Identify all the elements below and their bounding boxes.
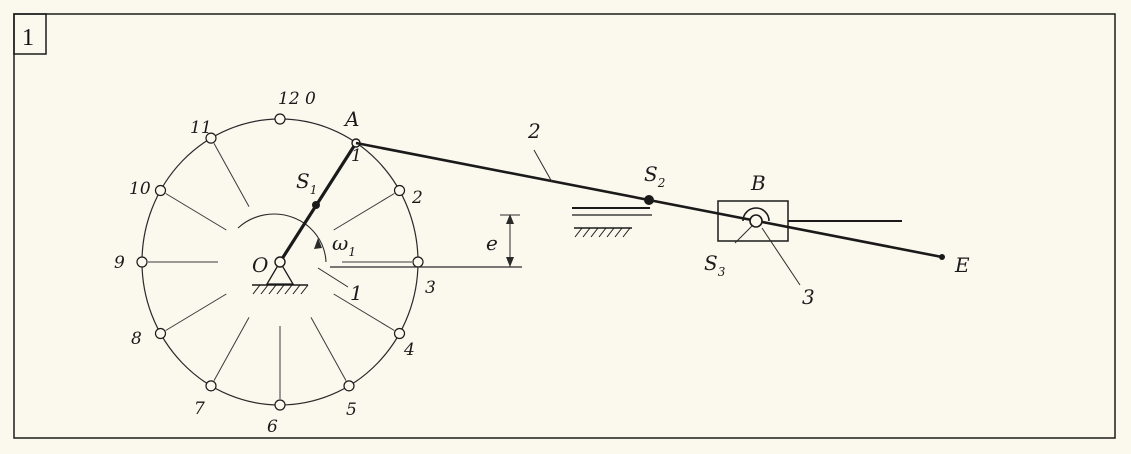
hatch-stroke bbox=[622, 227, 631, 238]
angular-velocity-arc bbox=[237, 213, 327, 263]
label-S3: S3 bbox=[704, 251, 726, 279]
position-marker bbox=[393, 327, 406, 340]
position-label: 5 bbox=[346, 400, 357, 420]
position-ray bbox=[213, 143, 250, 207]
position-marker bbox=[274, 113, 286, 125]
label-A: A bbox=[343, 107, 359, 131]
leader-S3 bbox=[734, 225, 753, 244]
hatch-stroke bbox=[590, 227, 599, 238]
point-S2 bbox=[644, 195, 654, 205]
position-labels: 12 0 1 2 3 4 5 6 7 8 9 10 11 bbox=[114, 89, 436, 437]
position-marker bbox=[154, 184, 167, 197]
position-ray bbox=[165, 293, 227, 331]
position-label: 12 0 bbox=[278, 89, 316, 109]
offset-arrow-bottom bbox=[506, 257, 514, 267]
position-label: 4 bbox=[403, 340, 415, 360]
position-ray bbox=[333, 293, 395, 331]
position-label: 7 bbox=[194, 399, 205, 419]
position-ray bbox=[310, 317, 347, 381]
label-E: E bbox=[954, 253, 970, 277]
label-omega: ω1 bbox=[332, 231, 356, 259]
hatch-stroke bbox=[582, 227, 591, 238]
label-link3: 3 bbox=[802, 285, 815, 309]
position-marker bbox=[412, 256, 424, 268]
label-link1: 1 bbox=[350, 281, 363, 305]
label-S1: S1 bbox=[296, 169, 317, 197]
position-markers bbox=[136, 113, 424, 411]
hatch-stroke bbox=[598, 227, 607, 238]
position-ray bbox=[333, 193, 395, 231]
position-label: 11 bbox=[190, 118, 212, 138]
position-marker bbox=[343, 380, 355, 392]
outer-frame bbox=[13, 13, 1116, 439]
position-label: 3 bbox=[425, 278, 436, 298]
position-label: 2 bbox=[411, 188, 423, 208]
position-label: 10 bbox=[129, 179, 151, 199]
position-ray bbox=[165, 193, 227, 231]
leader-link3 bbox=[761, 227, 801, 286]
label-e: e bbox=[486, 231, 498, 255]
joint-B bbox=[749, 214, 763, 228]
position-marker bbox=[274, 399, 286, 411]
hatch-stroke bbox=[606, 227, 615, 238]
hatch-stroke bbox=[614, 227, 623, 238]
pivot-O bbox=[274, 256, 286, 268]
label-B: B bbox=[750, 171, 766, 195]
hatch-stroke bbox=[268, 284, 277, 295]
hatch-stroke bbox=[252, 284, 261, 295]
position-marker bbox=[136, 256, 148, 268]
leader-link1 bbox=[317, 267, 349, 288]
hatch-stroke bbox=[260, 284, 269, 295]
position-marker bbox=[205, 132, 217, 144]
slider-block-B bbox=[717, 200, 789, 242]
position-rays bbox=[148, 143, 412, 399]
position-marker bbox=[205, 380, 217, 392]
ground-hatch-guide bbox=[574, 227, 631, 238]
offset-arrow-top bbox=[506, 214, 514, 224]
pivot-O-support bbox=[265, 260, 295, 285]
point-E bbox=[939, 254, 945, 260]
panel-number: 1 bbox=[22, 25, 34, 51]
omega-arrow bbox=[314, 238, 322, 249]
hatch-stroke bbox=[292, 284, 301, 295]
position-label: 8 bbox=[131, 329, 142, 349]
hatch-stroke bbox=[276, 284, 285, 295]
label-link2: 2 bbox=[527, 119, 541, 143]
hatch-stroke bbox=[300, 284, 309, 295]
position-label: 6 bbox=[267, 417, 278, 437]
point-S1 bbox=[312, 201, 320, 209]
slider-hinge bbox=[742, 207, 770, 222]
label-S2: S2 bbox=[644, 162, 665, 190]
hatch-stroke bbox=[574, 227, 583, 238]
hatch-stroke bbox=[284, 284, 293, 295]
position-label: 1 bbox=[351, 146, 362, 166]
position-ray bbox=[213, 317, 250, 381]
panel-number-box bbox=[13, 13, 47, 55]
leader-link2 bbox=[533, 149, 553, 183]
ground-hatch-O bbox=[252, 284, 309, 295]
position-label: 9 bbox=[114, 253, 125, 273]
position-marker bbox=[393, 184, 406, 197]
label-O: O bbox=[252, 253, 268, 277]
position-marker bbox=[154, 327, 167, 340]
